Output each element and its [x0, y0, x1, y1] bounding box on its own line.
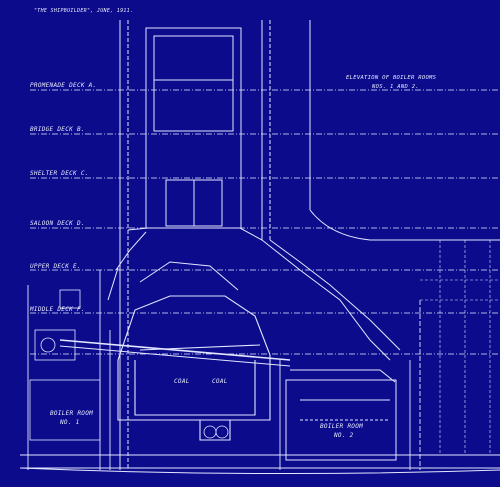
caption: "The Shipbuilder", June, 1911.: [34, 8, 134, 14]
room-1-label-line-1: Boiler Room: [50, 410, 94, 417]
deck-label-upper: Upper Deck E.: [30, 263, 81, 270]
title-line-2: Nos. 1 and 2.: [372, 84, 419, 90]
bunker-label-2: Coal: [212, 378, 228, 385]
machinery-left: [29, 289, 229, 441]
boiler-2-casing: [285, 369, 397, 461]
uptakes: [107, 227, 401, 361]
room-2-label-line-1: Boiler Room: [320, 423, 364, 430]
deck-label-promenade: Promenade Deck A.: [30, 82, 97, 89]
funnel-casing: [119, 20, 500, 470]
room-1-label-line-2: No. 1: [60, 419, 80, 426]
deck-label-saloon: Saloon Deck D.: [30, 220, 85, 227]
deck-label-middle: Middle Deck F.: [30, 306, 85, 313]
bunker-label-1: Coal: [174, 378, 190, 385]
room-2-label-line-2: No. 2: [334, 432, 354, 439]
title-line-1: Elevation of Boiler Rooms: [346, 75, 437, 81]
frames-right: [420, 240, 500, 455]
deck-label-shelter: Shelter Deck C.: [30, 170, 89, 177]
bulkheads: [27, 270, 421, 470]
deck-lines: [30, 89, 500, 355]
double-bottom: [19, 454, 500, 475]
boiler-casing: [59, 295, 291, 441]
deck-label-bridge: Bridge Deck B.: [30, 126, 85, 133]
